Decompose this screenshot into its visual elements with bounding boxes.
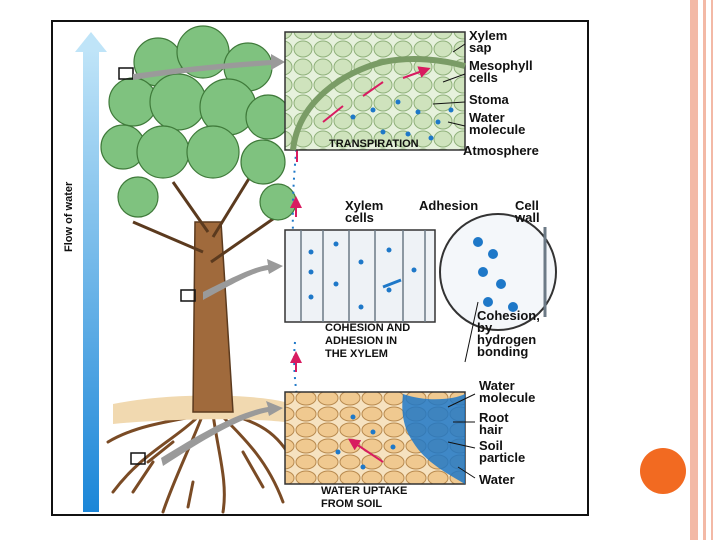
xylem-sap-label: Xylem sap bbox=[469, 28, 508, 55]
trunk bbox=[192, 221, 234, 413]
mesophyll-cells-label: Mesophyll cells bbox=[469, 58, 533, 85]
border-stripe-wide bbox=[690, 0, 698, 540]
sample-box-leaf bbox=[118, 67, 134, 80]
border-stripe-thin-2 bbox=[711, 0, 713, 540]
xylem-cells-label: Xylem cells bbox=[345, 198, 384, 225]
panel-xylem bbox=[284, 213, 557, 331]
panel-water-uptake bbox=[284, 391, 466, 485]
root-hair-label: Root hair bbox=[479, 410, 509, 437]
orange-accent-dot bbox=[640, 448, 686, 494]
panel-transpiration bbox=[284, 31, 466, 151]
flow-of-water-label: Flow of water bbox=[63, 181, 75, 252]
cell-wall-label: Cell wall bbox=[515, 198, 540, 225]
soil-particle-label: Soil particle bbox=[479, 438, 526, 465]
flow-arrow bbox=[75, 32, 107, 512]
cohesion-label: Cohesion, by hydrogen bonding bbox=[477, 308, 540, 359]
roots bbox=[106, 410, 295, 514]
water-uptake-caption: WATER UPTAKE FROM SOIL bbox=[321, 485, 408, 510]
water-molecule-label-top: Water molecule bbox=[469, 110, 526, 137]
atmosphere-label: Atmosphere bbox=[463, 143, 539, 158]
water-transport-diagram bbox=[75, 25, 557, 514]
water-molecule-label-bottom: Water molecule bbox=[479, 378, 536, 405]
stoma-label: Stoma bbox=[469, 92, 509, 107]
sample-box-trunk bbox=[180, 289, 196, 302]
water-label: Water bbox=[479, 472, 515, 487]
border-stripe-thin-1 bbox=[703, 0, 706, 540]
diagram-frame: Flow of water Xylem sap Mesophyll cells … bbox=[51, 20, 589, 516]
pointer-arrows bbox=[133, 54, 285, 466]
adhesion-label: Adhesion bbox=[419, 198, 479, 213]
branches bbox=[132, 171, 284, 264]
transpiration-caption: TRANSPIRATION bbox=[329, 138, 419, 150]
sample-box-root bbox=[130, 452, 146, 465]
leader-lines bbox=[432, 43, 479, 479]
tree-foliage bbox=[100, 25, 297, 221]
cohesion-adhesion-caption: COHESION AND ADHESION IN THE XYLEM bbox=[325, 322, 411, 360]
